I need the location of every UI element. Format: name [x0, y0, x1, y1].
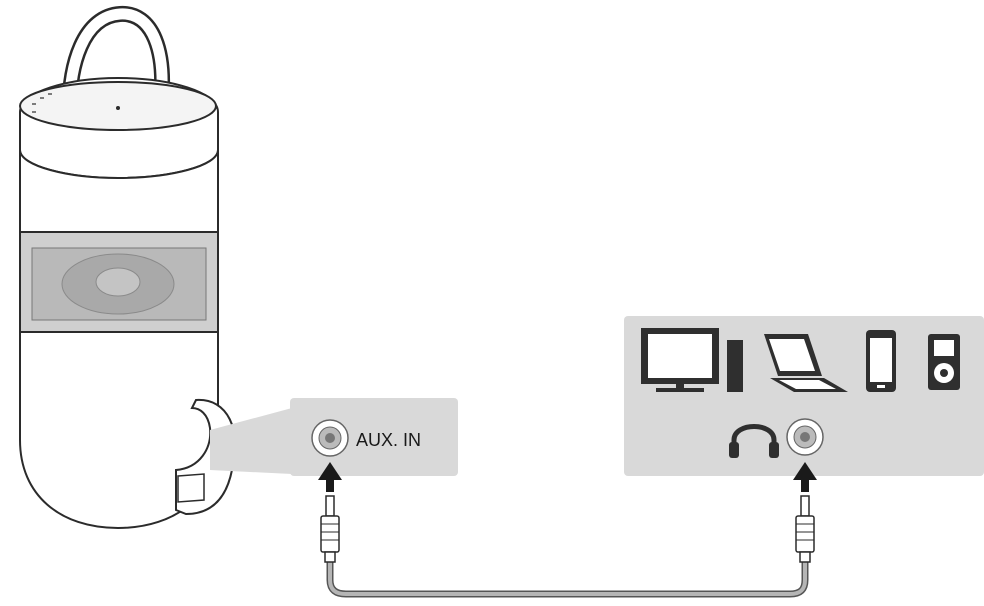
speaker-body: [19, 149, 219, 233]
right-plug: [795, 495, 815, 563]
insert-arrow-right: [793, 462, 817, 492]
speaker-illustration: [19, 6, 237, 530]
output-jack: [786, 418, 824, 456]
laptop-icon: [764, 334, 848, 392]
mp3-player-icon: [928, 334, 960, 390]
zoom-callout: [210, 408, 292, 474]
audio-cable: [320, 495, 815, 598]
aux-in-panel: AUX. IN: [290, 398, 458, 476]
smartphone-icon: [866, 330, 896, 392]
left-plug: [320, 495, 340, 563]
pc-tower-icon: [727, 340, 743, 392]
tv-icon: [641, 328, 719, 392]
aux-in-jack: [311, 419, 349, 457]
speaker-top-button: [116, 106, 120, 110]
insert-arrow-left: [318, 462, 342, 492]
headphones-icon: [729, 424, 779, 458]
external-devices-panel: [624, 316, 984, 476]
aux-in-label: AUX. IN: [356, 430, 421, 450]
